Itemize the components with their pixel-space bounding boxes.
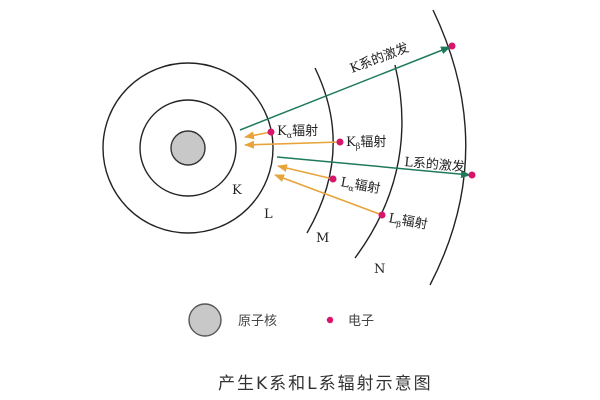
shell-m-arc bbox=[306, 67, 334, 234]
k-beta-arrow bbox=[244, 140, 341, 149]
legend-nucleus-icon bbox=[188, 303, 222, 337]
k-excitation-arrow bbox=[239, 46, 451, 131]
k-alpha-arrow bbox=[244, 131, 272, 140]
shell-l-label: L bbox=[264, 207, 273, 222]
shell-k-label: K bbox=[232, 183, 242, 198]
legend-electron-label: 电子 bbox=[348, 314, 374, 329]
electron-dot bbox=[448, 42, 456, 50]
l-beta-label: Lβ辐射 bbox=[387, 210, 429, 234]
l-alpha-label: Lα辐射 bbox=[339, 174, 381, 198]
l-excitation-arrow bbox=[276, 156, 471, 179]
shell-n-arc bbox=[354, 64, 403, 259]
legend-electron-icon bbox=[326, 316, 334, 324]
k-alpha-label: Kα辐射 bbox=[277, 123, 318, 140]
shell-n-label: N bbox=[374, 262, 385, 277]
l-excitation-label: L系的激发 bbox=[404, 154, 466, 175]
electron-dot bbox=[329, 175, 337, 183]
electron-dot bbox=[378, 211, 386, 219]
nucleus bbox=[170, 130, 206, 166]
k-excitation-label: K系的激发 bbox=[348, 40, 411, 77]
legend-nucleus-label: 原子核 bbox=[238, 314, 277, 329]
legend: 原子核 电子 bbox=[188, 303, 374, 337]
k-beta-label: Kβ辐射 bbox=[346, 134, 386, 151]
diagram-caption: 产生K系和L系辐射示意图 bbox=[218, 374, 433, 394]
shell-l-circle bbox=[102, 62, 274, 234]
electron-dot bbox=[267, 128, 275, 136]
l-alpha-arrow bbox=[277, 164, 334, 180]
electron-dot bbox=[336, 138, 344, 146]
shell-k-circle bbox=[139, 99, 237, 197]
outer-arc bbox=[429, 9, 467, 286]
electron-dot bbox=[468, 171, 476, 179]
shell-m-label: M bbox=[316, 231, 329, 246]
l-beta-arrow bbox=[274, 174, 383, 216]
